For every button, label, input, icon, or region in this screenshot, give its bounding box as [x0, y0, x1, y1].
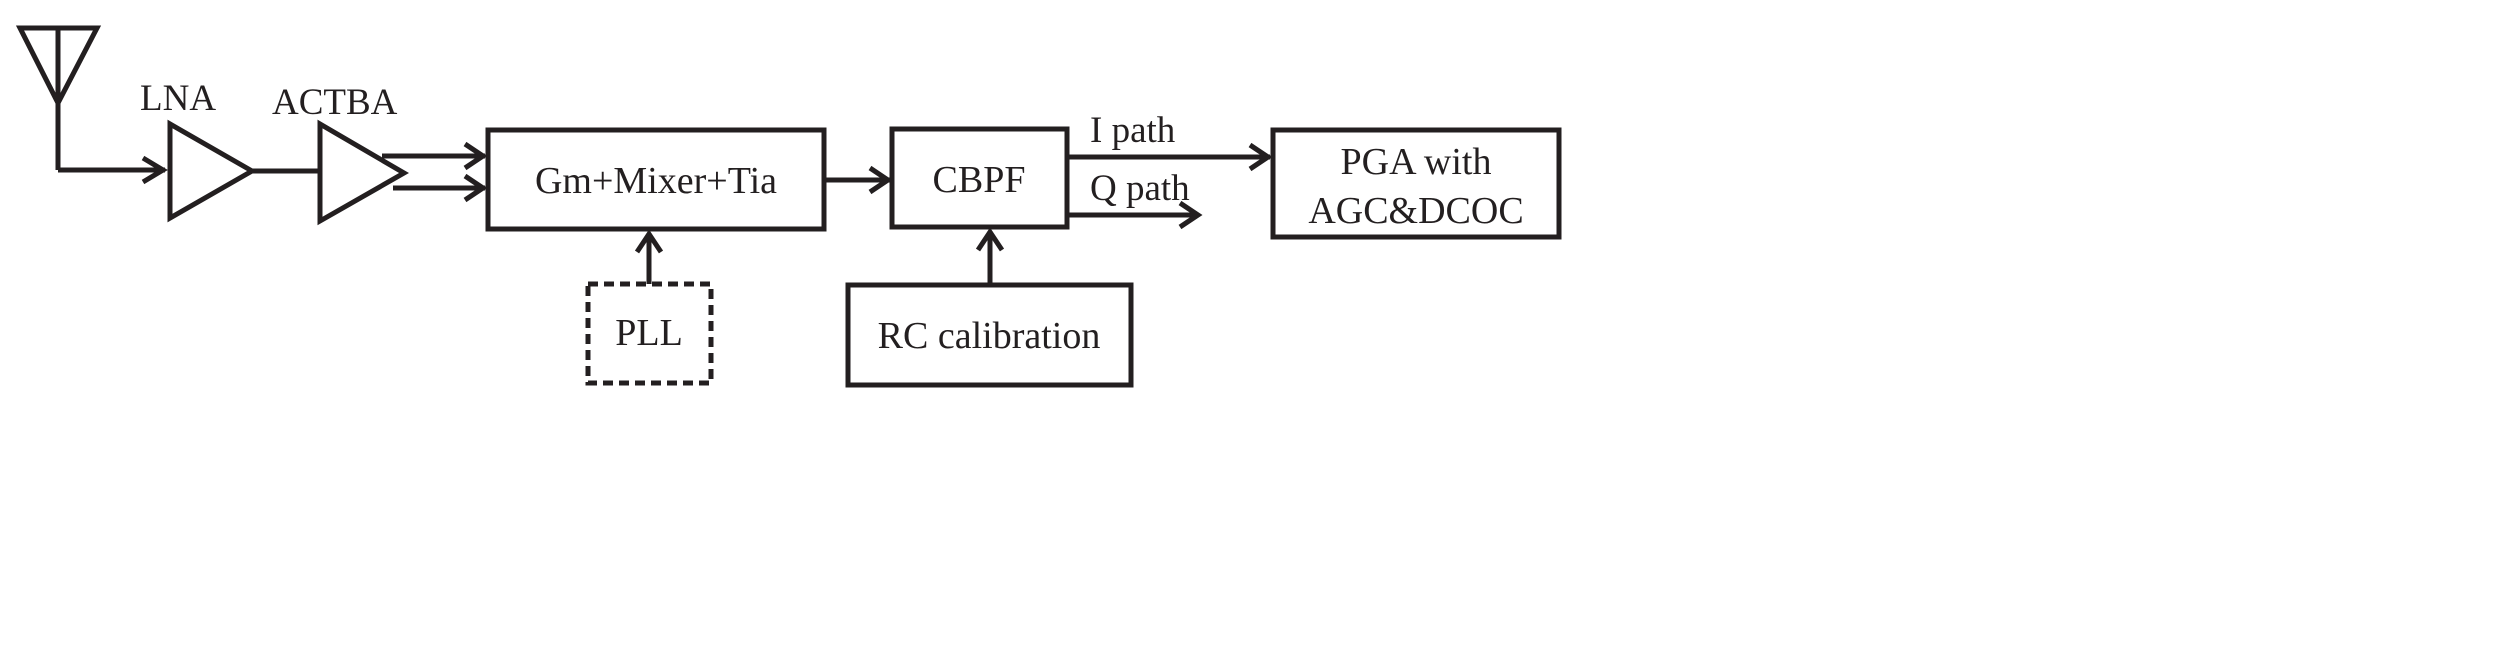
pga-block: PGA with AGC&DCOC	[1270, 127, 1562, 240]
rc-calibration-label: RC calibration	[878, 315, 1101, 357]
i-path-label: I path	[1090, 110, 1176, 151]
i-path-wire: I path	[1067, 110, 1273, 172]
pll-to-mixer-wire	[634, 229, 664, 284]
pll-block: PLL	[585, 281, 714, 386]
actba-amplifier: ACTBA	[272, 82, 409, 226]
q-path-wire: Q path	[1067, 168, 1203, 230]
rc-calibration-block: RC calibration	[845, 282, 1134, 388]
mixer-label: Gm+Mixer+Tia	[535, 160, 777, 202]
pll-label: PLL	[615, 312, 683, 354]
actba-label: ACTBA	[272, 82, 398, 123]
cbpf-label: CBPF	[933, 159, 1026, 201]
receiver-block-diagram: LNA ACTBA Gm+Mixer+Tia PLL CBPF	[15, 25, 1562, 388]
rc-calibration-to-cbpf-wire	[975, 227, 1005, 285]
antenna-to-lna-wire	[58, 155, 168, 185]
actba-to-mixer-upper-wire	[382, 141, 488, 171]
actba-to-mixer-lower-wire	[393, 173, 488, 203]
q-path-label: Q path	[1090, 168, 1190, 209]
mixer-to-cbpf-wire	[824, 165, 893, 195]
pga-label-line2: AGC&DCOC	[1308, 190, 1523, 232]
lna-label: LNA	[140, 78, 216, 119]
cbpf-block: CBPF	[889, 126, 1070, 230]
lna-amplifier: LNA	[140, 78, 258, 223]
mixer-block: Gm+Mixer+Tia	[485, 127, 827, 232]
antenna-icon	[15, 25, 102, 170]
pga-label-line1: PGA with	[1341, 141, 1492, 183]
